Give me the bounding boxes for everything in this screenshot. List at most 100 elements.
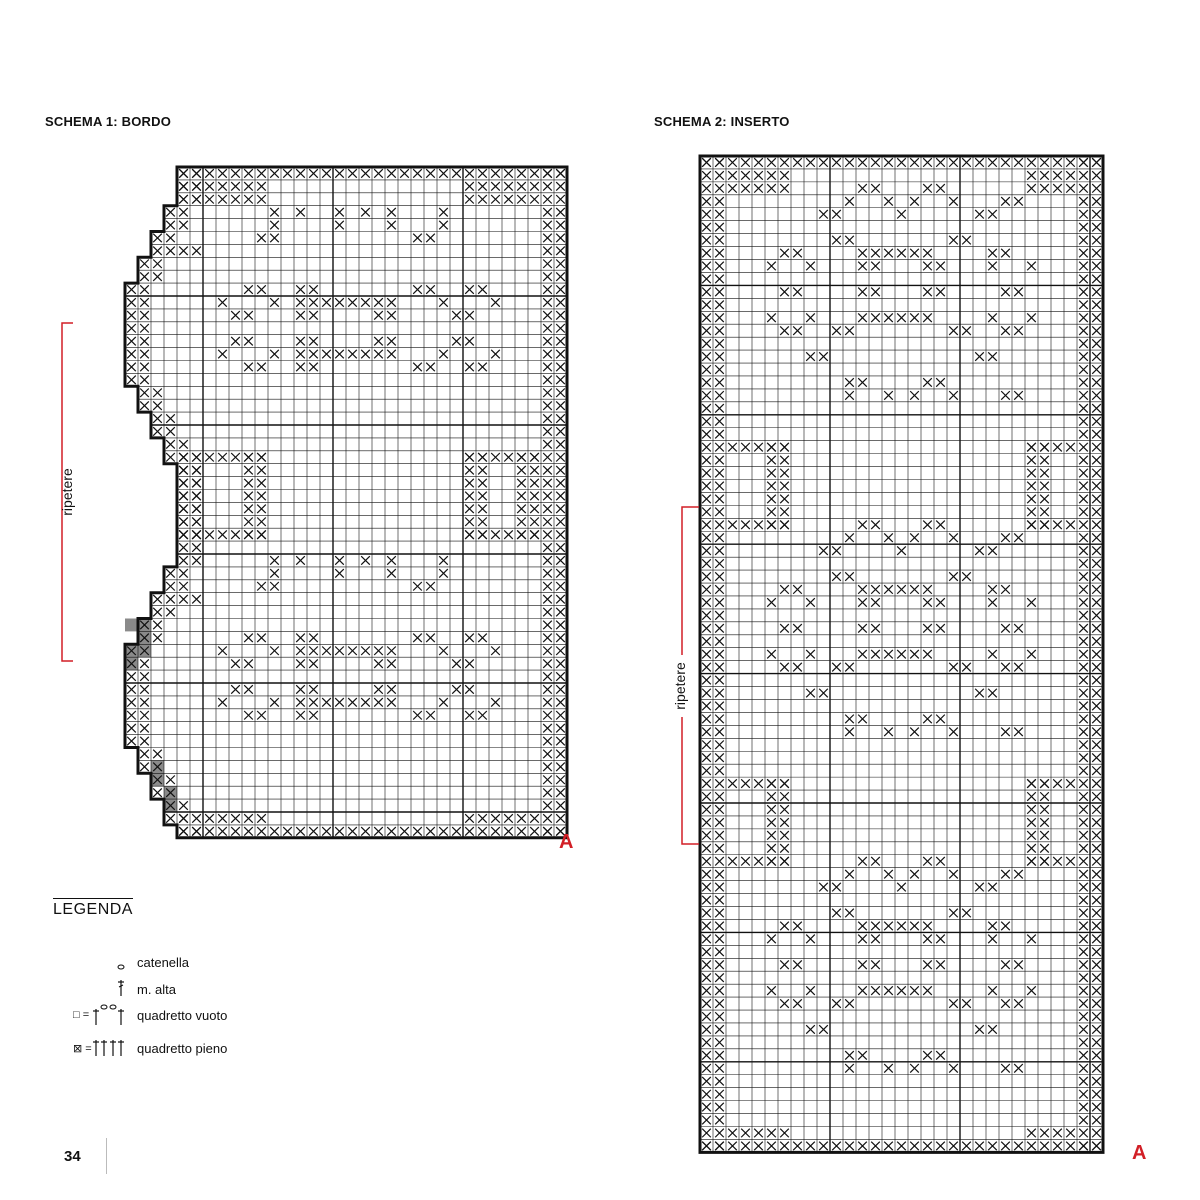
filled-square-icon <box>1078 1089 1089 1099</box>
filled-square-icon <box>766 183 777 194</box>
filled-square-icon <box>217 826 228 837</box>
filled-square-icon <box>1091 274 1102 284</box>
filled-square-icon <box>555 439 566 450</box>
filled-square-icon <box>779 170 790 181</box>
filled-square-icon <box>701 947 712 957</box>
filled-square-icon <box>714 377 725 388</box>
filled-square-icon <box>542 607 553 617</box>
filled-square-icon <box>1091 1141 1102 1151</box>
filled-square-icon <box>779 183 790 194</box>
filled-square-icon <box>386 555 397 566</box>
filled-square-icon <box>386 349 397 359</box>
filled-square-icon <box>516 529 527 540</box>
filled-square-icon <box>714 623 725 634</box>
filled-square-icon <box>1078 390 1089 401</box>
filled-square-icon <box>126 336 137 346</box>
filled-square-icon <box>269 297 280 308</box>
filled-square-icon <box>1091 960 1102 970</box>
filled-square-icon <box>217 813 228 824</box>
filled-square-icon <box>1000 1141 1011 1151</box>
filled-square-icon <box>386 310 397 321</box>
filled-square-icon <box>701 377 712 388</box>
filled-square-icon <box>714 558 725 569</box>
filled-square-icon <box>1091 157 1102 168</box>
filled-square-icon <box>701 895 712 905</box>
filled-square-icon <box>334 568 345 579</box>
filled-square-icon <box>230 658 241 669</box>
filled-square-icon <box>1091 636 1102 646</box>
filled-square-icon <box>152 246 163 256</box>
filled-square-icon <box>714 1063 725 1073</box>
filled-square-icon <box>1091 1050 1102 1061</box>
filled-square-icon <box>542 439 553 450</box>
filled-square-icon <box>1078 571 1089 582</box>
filled-square-icon <box>139 271 150 282</box>
filled-square-icon <box>987 157 998 168</box>
filled-square-icon <box>477 813 488 824</box>
filled-square-icon <box>555 555 566 566</box>
filled-square-icon <box>126 323 137 333</box>
filled-square-icon <box>542 697 553 708</box>
filled-square-icon <box>1078 856 1089 866</box>
filled-square-icon <box>714 390 725 401</box>
filled-square-icon <box>701 1141 712 1151</box>
filled-square-icon <box>191 542 202 553</box>
filled-square-icon <box>1078 1050 1089 1061</box>
filled-square-icon <box>555 452 566 462</box>
filled-square-icon <box>438 826 449 837</box>
filled-square-icon <box>555 375 566 385</box>
schema-1-title: SCHEMA 1: BORDO <box>45 114 172 129</box>
filled-square-icon <box>1091 325 1102 336</box>
filled-square-icon <box>1091 740 1102 750</box>
filled-square-icon <box>139 310 150 321</box>
filled-square-icon <box>555 413 566 424</box>
filled-square-icon <box>1078 1037 1089 1048</box>
filled-square-icon <box>373 349 384 359</box>
filled-square-icon <box>555 762 566 772</box>
filled-square-icon <box>701 960 712 970</box>
filled-square-icon <box>165 813 176 824</box>
filled-square-icon <box>714 157 725 168</box>
filled-square-icon <box>178 168 189 179</box>
filled-square-icon <box>139 684 150 695</box>
filled-square-icon <box>542 168 553 179</box>
filled-square-icon <box>701 403 712 414</box>
filled-square-icon <box>1091 649 1102 659</box>
filled-square-icon <box>464 517 475 527</box>
filled-square-icon <box>464 504 475 514</box>
filled-square-icon <box>503 826 514 837</box>
filled-square-icon <box>555 233 566 243</box>
filled-square-icon <box>490 194 501 204</box>
filled-square-icon <box>243 465 254 475</box>
filled-square-icon <box>295 710 306 720</box>
filled-square-icon <box>1078 494 1089 504</box>
filled-square-icon <box>701 338 712 349</box>
filled-square-icon <box>1078 157 1089 168</box>
filled-square-icon <box>386 658 397 669</box>
filled-square-icon <box>152 749 163 759</box>
filled-square-icon <box>256 813 267 824</box>
page-number: 34 <box>64 1148 81 1165</box>
filled-square-icon <box>126 284 137 295</box>
filled-square-icon <box>987 1141 998 1151</box>
filled-square-icon <box>1091 623 1102 634</box>
filled-square-icon <box>555 181 566 192</box>
filled-square-icon <box>753 170 764 181</box>
filled-square-icon <box>139 671 150 682</box>
filled-square-icon <box>256 491 267 501</box>
filled-square-icon <box>165 452 176 462</box>
filled-square-icon <box>714 351 725 362</box>
filled-square-icon <box>714 403 725 414</box>
filled-square-icon <box>217 194 228 204</box>
filled-square-icon <box>1091 338 1102 349</box>
filled-square-icon <box>542 413 553 424</box>
filled-square-icon <box>412 826 423 837</box>
filled-square-icon <box>1091 856 1102 866</box>
filled-square-icon <box>139 375 150 385</box>
filled-square-icon <box>1026 1141 1037 1151</box>
filled-square-icon <box>503 529 514 540</box>
filled-square-icon <box>1026 170 1037 181</box>
filled-square-icon <box>1078 791 1089 802</box>
filled-square-icon <box>1091 972 1102 983</box>
filled-square-icon <box>1078 209 1089 219</box>
